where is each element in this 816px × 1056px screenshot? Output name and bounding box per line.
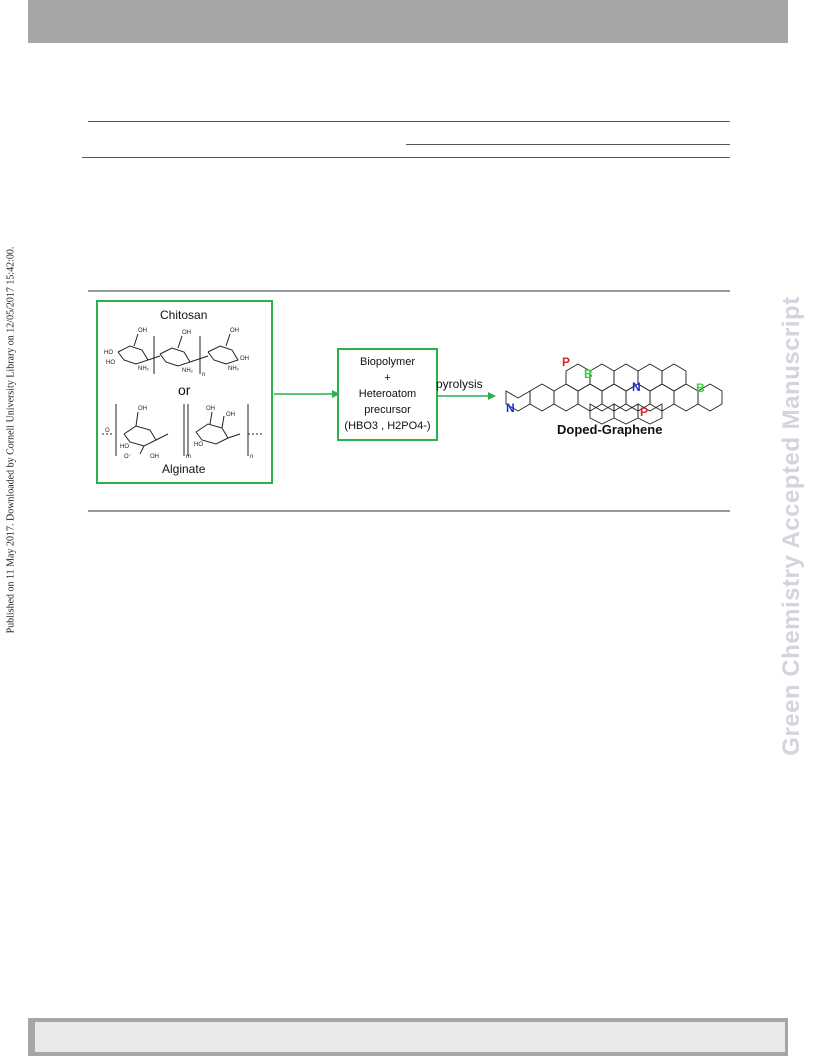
chitosan-label: Chitosan bbox=[160, 308, 208, 322]
doped-graphene-structure: P B N N B P bbox=[505, 355, 723, 425]
atom-n-1: N bbox=[632, 380, 641, 394]
group-nh2-2: NH₂ bbox=[182, 368, 194, 374]
group-ho-2: HO bbox=[106, 360, 115, 366]
alginate-structure: OH HO OH OH HO O⁻ OH O m n bbox=[102, 404, 264, 460]
rule-mid bbox=[82, 157, 730, 158]
watermark: Green Chemistry Accepted Manuscript bbox=[768, 0, 816, 1056]
alginate-label: Alginate bbox=[162, 462, 206, 476]
atom-p-2: P bbox=[640, 405, 648, 419]
rule-subheader bbox=[406, 144, 730, 145]
product-label: Doped-Graphene bbox=[557, 422, 663, 437]
box-line-4: precursor bbox=[364, 404, 411, 416]
alg-oh-2: OH bbox=[206, 406, 215, 412]
box-line-1: Biopolymer bbox=[359, 356, 416, 368]
pyrolysis-label: pyrolysis bbox=[436, 377, 483, 391]
group-ho-1: HO bbox=[104, 350, 113, 356]
publication-note: Published on 11 May 2017. Downloaded by … bbox=[0, 0, 22, 1056]
chitosan-structure: HO HO OH OH OH OH NH₂ NH₂ NH₂ n bbox=[104, 328, 249, 378]
alg-ho-1: HO bbox=[120, 444, 129, 450]
atom-n-2: N bbox=[506, 401, 515, 415]
group-oh-4: OH bbox=[240, 356, 249, 362]
alg-oh-4: OH bbox=[150, 454, 159, 460]
biopolymer-box: Chitosan HO HO OH OH OH OH bbox=[96, 300, 273, 484]
watermark-text: Green Chemistry Accepted Manuscript bbox=[778, 296, 805, 756]
box-line-3: Heteroatom bbox=[358, 388, 417, 400]
repeat-n: n bbox=[202, 372, 205, 378]
rule-top bbox=[88, 121, 730, 122]
alg-o-minus: O⁻ bbox=[124, 454, 132, 460]
group-oh-2: OH bbox=[182, 330, 191, 336]
precursor-box: Biopolymer + Heteroatom precursor (HBO3 … bbox=[337, 348, 438, 441]
alg-ho-2: HO bbox=[194, 442, 203, 448]
alg-oh-3: OH bbox=[226, 412, 235, 418]
publication-note-text: Published on 11 May 2017. Downloaded by … bbox=[5, 246, 17, 634]
atom-b-1: B bbox=[584, 367, 593, 381]
group-nh2-1: NH₂ bbox=[138, 366, 150, 372]
repeat-m: m bbox=[186, 454, 191, 460]
page-header-bar bbox=[28, 0, 788, 43]
arrow-pyrolysis bbox=[438, 392, 496, 400]
page-footer-panel bbox=[35, 1022, 785, 1052]
or-label: or bbox=[178, 382, 191, 398]
atom-b-2: B bbox=[696, 381, 705, 395]
group-nh2-3: NH₂ bbox=[228, 366, 240, 372]
figure-top-rule bbox=[88, 290, 730, 292]
figure-bottom-rule bbox=[88, 510, 730, 512]
synthesis-scheme: Chitosan HO HO OH OH OH OH bbox=[88, 291, 730, 511]
atom-p-1: P bbox=[562, 355, 570, 369]
group-oh-3: OH bbox=[230, 328, 239, 334]
repeat-n-2: n bbox=[250, 454, 253, 460]
alg-o-left: O bbox=[105, 428, 110, 434]
arrow-to-precursor bbox=[274, 390, 340, 398]
alg-oh-1: OH bbox=[138, 406, 147, 412]
group-oh-1: OH bbox=[138, 328, 147, 334]
box-line-2: + bbox=[384, 372, 391, 384]
box-formula: (HBO3 , H2PO4-) bbox=[344, 420, 431, 432]
